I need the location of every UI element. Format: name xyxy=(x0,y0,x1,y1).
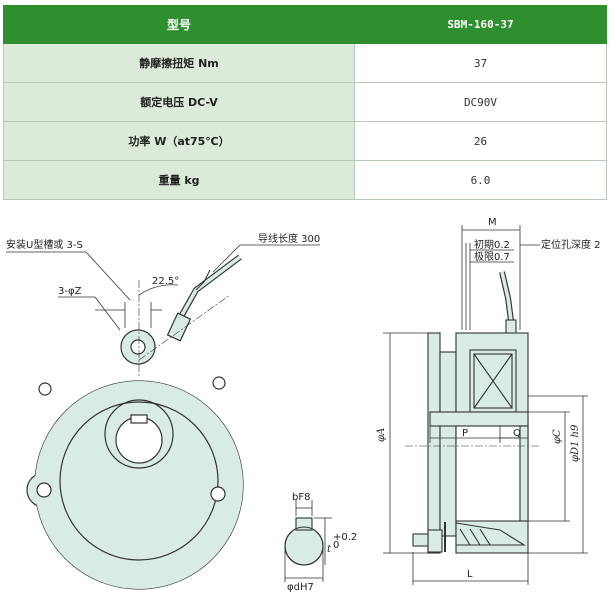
side-view xyxy=(405,271,540,554)
pos-hole-depth-label: 定位孔深度 2 xyxy=(541,238,601,251)
row-label: 功率 W（at75℃） xyxy=(3,121,355,161)
side-dimensions xyxy=(383,225,588,585)
phi-d-label: φD1 h9 xyxy=(570,424,581,462)
header-model-value: SBM-160-37 xyxy=(354,5,607,44)
hole-label: 3-φZ xyxy=(58,286,82,297)
table-row: 额定电压 DC-V DC90V xyxy=(3,82,607,122)
lead-length-label: 导线长度 300 xyxy=(258,232,320,245)
spec-table: 型号 SBM-160-37 静摩擦扭矩 Nm 37 额定电压 DC-V DC90… xyxy=(3,5,607,200)
front-dimensions xyxy=(6,244,320,331)
table-row: 功率 W（at75℃） 26 xyxy=(3,121,607,161)
table-header-row: 型号 SBM-160-37 xyxy=(3,5,607,44)
row-value: 26 xyxy=(354,121,607,161)
keyway-width-label: bF8 xyxy=(292,492,310,503)
row-label: 额定电压 DC-V xyxy=(3,82,355,122)
row-value: 37 xyxy=(354,43,607,83)
header-model-label: 型号 xyxy=(3,5,355,44)
row-label: 静摩擦扭矩 Nm xyxy=(3,43,355,83)
phi-a-label: φA xyxy=(376,428,387,442)
phi-c-label: φC xyxy=(552,429,563,444)
u-slot-label: 安装U型槽或 3-S xyxy=(6,238,83,251)
row-value: DC90V xyxy=(354,82,607,122)
keyway-tol-label: +0.2 xyxy=(333,532,357,543)
angle-label: 22.5° xyxy=(152,276,179,287)
keyway-tol-low-label: 0 xyxy=(333,540,339,551)
table-row: 静摩擦扭矩 Nm 37 xyxy=(3,43,607,83)
front-view xyxy=(26,254,244,590)
gap-initial-label: 初期0.2 xyxy=(474,238,510,251)
row-value: 6.0 xyxy=(354,160,607,200)
m-label: M xyxy=(488,217,497,228)
l-label: L xyxy=(467,569,473,580)
bore-label: φdH7 xyxy=(287,582,314,593)
table-row: 重量 kg 6.0 xyxy=(3,160,607,200)
gap-limit-label: 极限0.7 xyxy=(474,250,510,263)
row-label: 重量 kg xyxy=(3,160,355,200)
keyway-detail xyxy=(284,500,332,582)
p-label: P xyxy=(462,428,468,439)
q-label: Q xyxy=(513,428,521,439)
technical-drawing: 导线长度 300 安装U型槽或 3-S 22.5° 3-φZ bF8 t +0.… xyxy=(6,217,601,593)
keyway-depth-label: t xyxy=(327,544,332,555)
